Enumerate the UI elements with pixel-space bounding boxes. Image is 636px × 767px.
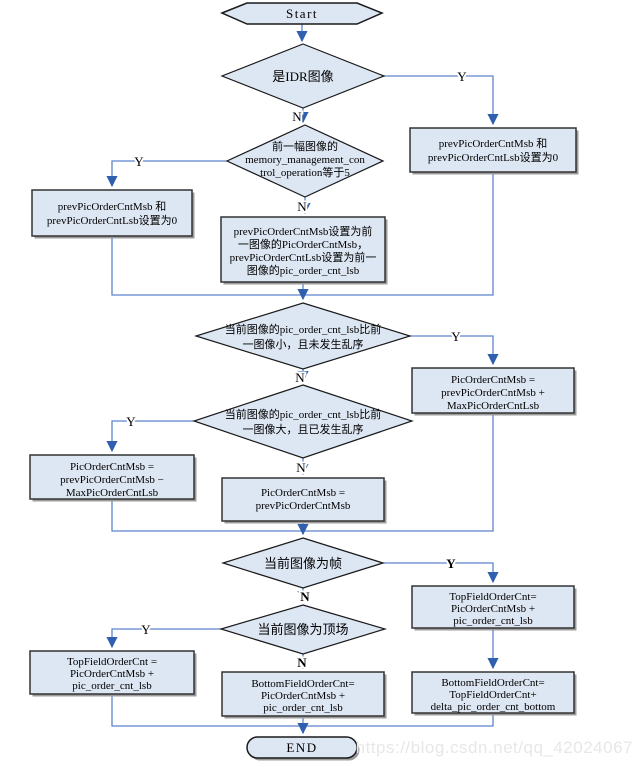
start-shape (220, 2, 384, 25)
process-topfield-shape (29, 650, 195, 695)
decision-is-frame-label: 当前图像为帧 (264, 556, 342, 571)
decision-lsb-smaller-line: 一图像小，且未发生乱序 (243, 337, 364, 351)
process-msb-minus: PicOrderCntMsb = prevPicOrderCntMsb − Ma… (29, 454, 197, 502)
decision-mmco5-line: 前一幅图像的 (272, 139, 338, 153)
edge-label-no: N (296, 460, 306, 475)
edge-label-no: N (292, 109, 302, 124)
edge-label-yes: Y (141, 622, 151, 637)
decision-is-frame-shape (220, 537, 386, 589)
process-mmco-reset-line: prevPicOrderCntLsb设置为0 (47, 214, 178, 227)
process-prev-copy-line: 图像的pic_order_cnt_lsb (247, 263, 360, 277)
decision-is-idr-shape (220, 43, 386, 109)
process-msb-plus-shape (411, 367, 575, 414)
edge-label-yes: Y (457, 69, 467, 84)
process-bottomfield-frame: BottomFieldOrderCnt= TopFieldOrderCnt+ d… (411, 671, 577, 716)
process-topfield-line: TopFieldOrderCnt = (67, 656, 157, 668)
process-msb-same: PicOrderCntMsb = prevPicOrderCntMsb (221, 477, 387, 524)
edge-label-yes: Y (451, 329, 461, 344)
edge-label-no: N (297, 655, 307, 670)
process-topfield-frame-shape (411, 585, 575, 629)
end-node: END (246, 736, 360, 761)
process-msb-plus-line: MaxPicOrderCntLsb (447, 400, 540, 412)
decision-mmco5-line: trol_operation等于5 (260, 165, 350, 179)
process-bottomfield: BottomFieldOrderCnt= PicOrderCntMsb + pi… (221, 671, 387, 719)
process-msb-same-shape (221, 477, 385, 522)
process-idr-reset-line: prevPicOrderCntMsb 和 (439, 137, 547, 150)
process-prev-copy-line: 一图像的PicOrderCntMsb， (238, 237, 368, 251)
process-topfield-line: PicOrderCntMsb + (70, 668, 154, 680)
process-prev-copy-shape (220, 216, 386, 283)
process-msb-plus-line: PicOrderCntMsb = (451, 374, 535, 386)
process-prev-copy: prevPicOrderCntMsb设置为前 一图像的PicOrderCntMs… (220, 216, 388, 285)
decision-lsb-larger: 当前图像的pic_order_cnt_lsb比前 一图像大，且已发生乱序 (192, 384, 414, 459)
end-shape (246, 736, 358, 759)
edge-label-no: N (297, 199, 307, 214)
process-prev-copy-line: prevPicOrderCntLsb设置为前一 (230, 250, 377, 264)
end-label: END (286, 740, 317, 755)
process-msb-minus-line: MaxPicOrderCntLsb (66, 487, 159, 499)
edge-label-no: N (300, 589, 310, 604)
watermark-url: https://blog.csdn.net/qq_42024067 (356, 738, 633, 757)
process-prev-copy-line: prevPicOrderCntMsb设置为前 (234, 224, 373, 238)
connector-lsblarger-yes (106, 420, 194, 453)
decision-is-idr: 是IDR图像 (220, 43, 386, 109)
process-topfield: TopFieldOrderCnt = PicOrderCntMsb + pic_… (29, 650, 197, 697)
edge-label-yes: Y (126, 414, 136, 429)
process-mmco-reset: prevPicOrderCntMsb 和 prevPicOrderCntLsb设… (31, 189, 195, 239)
decision-mmco5-line: memory_management_con (245, 154, 365, 166)
process-msb-minus-line: prevPicOrderCntMsb − (60, 474, 164, 486)
connector-isidr-yes (384, 75, 499, 126)
start-label: Start (286, 6, 318, 21)
process-msb-minus-line: PicOrderCntMsb = (70, 461, 154, 473)
connector-istopfield-yes (106, 628, 223, 649)
decision-is-idr-label: 是IDR图像 (272, 69, 333, 84)
decision-lsb-larger-line: 当前图像的pic_order_cnt_lsb比前 (225, 407, 381, 421)
process-msb-same-line: PicOrderCntMsb = (261, 487, 345, 499)
process-bottomfield-frame-line: delta_pic_order_cnt_bottom (431, 701, 556, 713)
process-msb-minus-shape (29, 454, 195, 500)
process-topfield-frame-line: PicOrderCntMsb + (451, 603, 535, 615)
decision-lsb-larger-line: 一图像大，且已发生乱序 (243, 422, 364, 436)
connector-mmco-yes (106, 160, 227, 188)
decision-is-top-field-label: 当前图像为顶场 (257, 622, 348, 637)
process-bottomfield-shape (221, 671, 385, 717)
edge-label-yes: Y (134, 154, 144, 169)
connector-isframe-yes (383, 562, 499, 584)
decision-lsb-larger-shape (192, 384, 414, 459)
decision-mmco5-shape (225, 124, 385, 198)
process-mmco-reset-shape (31, 189, 193, 237)
process-idr-reset-shape (409, 127, 577, 173)
connector-lsbsmaller-yes (410, 335, 499, 366)
decision-lsb-smaller: 当前图像的pic_order_cnt_lsb比前 一图像小，且未发生乱序 (193, 302, 413, 370)
process-bottomfield-frame-shape (411, 671, 575, 714)
start-node: Start (220, 2, 384, 25)
process-bottomfield-frame-line: TopFieldOrderCnt+ (449, 689, 536, 701)
process-msb-plus-line: prevPicOrderCntMsb + (441, 387, 545, 399)
process-topfield-frame: TopFieldOrderCnt= PicOrderCntMsb + pic_o… (411, 585, 577, 631)
decision-is-top-field: 当前图像为顶场 (218, 604, 388, 655)
process-topfield-line: pic_order_cnt_lsb (72, 680, 152, 692)
process-bottomfield-line: BottomFieldOrderCnt= (251, 678, 354, 690)
process-mmco-reset-line: prevPicOrderCntMsb 和 (58, 200, 166, 213)
process-msb-same-line: prevPicOrderCntMsb (256, 500, 351, 512)
process-idr-reset-line: prevPicOrderCntLsb设置为0 (428, 151, 559, 164)
edge-label-no: N (295, 370, 305, 385)
decision-lsb-smaller-shape (193, 302, 413, 370)
process-idr-reset: prevPicOrderCntMsb 和 prevPicOrderCntLsb设… (409, 127, 579, 175)
process-topfield-frame-line: pic_order_cnt_lsb (453, 615, 533, 627)
process-bottomfield-line: pic_order_cnt_lsb (263, 702, 343, 714)
decision-lsb-smaller-line: 当前图像的pic_order_cnt_lsb比前 (225, 322, 381, 336)
decision-mmco5: 前一幅图像的 memory_management_con trol_operat… (225, 124, 385, 198)
process-msb-plus: PicOrderCntMsb = prevPicOrderCntMsb + Ma… (411, 367, 577, 416)
decision-is-top-field-shape (218, 604, 388, 655)
process-bottomfield-frame-line: BottomFieldOrderCnt= (441, 677, 544, 689)
decision-is-frame: 当前图像为帧 (220, 537, 386, 589)
process-topfield-frame-line: TopFieldOrderCnt= (449, 591, 536, 603)
process-bottomfield-line: PicOrderCntMsb + (261, 690, 345, 702)
edge-label-yes: Y (446, 556, 456, 571)
